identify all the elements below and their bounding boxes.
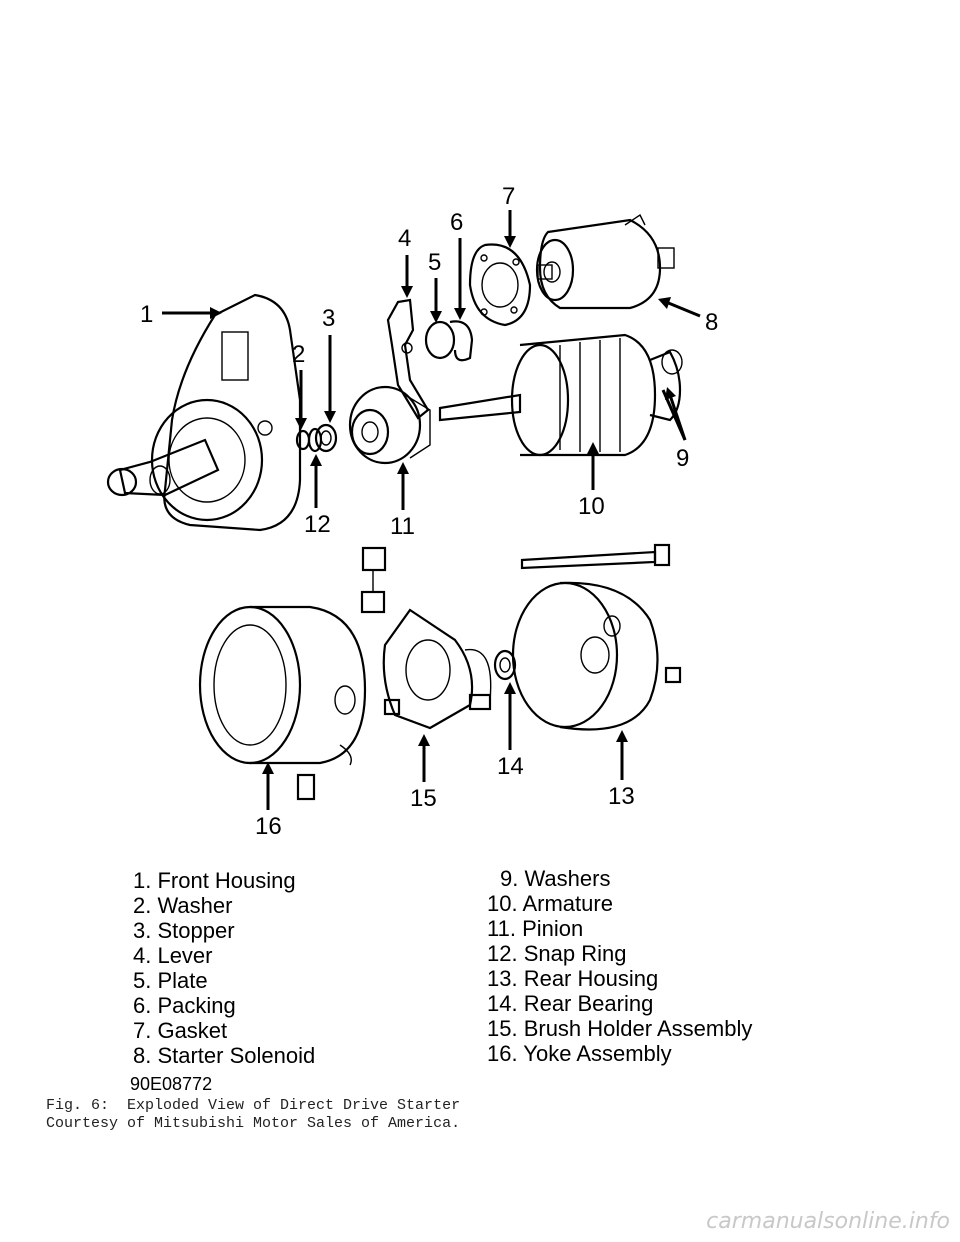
front-housing-drawing (106, 293, 302, 532)
legend-item: 9. Washers (500, 866, 610, 891)
legend-item: 15. Brush Holder Assembly (487, 1016, 752, 1041)
callout-11: 11 (390, 513, 415, 540)
callout-1: 1 (140, 301, 153, 328)
callout-2: 2 (292, 341, 305, 368)
gasket-drawing (468, 243, 532, 327)
legend-item: 1. Front Housing (133, 868, 296, 893)
callout-16: 16 (255, 813, 282, 840)
callout-5: 5 (428, 249, 441, 276)
callout-7: 7 (502, 183, 515, 210)
parts-legend-right: 9. Washers 10. Armature 11. Pinion 12. S… (487, 866, 752, 1066)
callout-14: 14 (497, 753, 524, 780)
callout-12: 12 (304, 511, 331, 538)
callout-labels: 1 2 3 4 5 6 7 8 9 10 11 12 13 14 15 16 (140, 183, 718, 840)
legend-item: 13. Rear Housing (487, 966, 658, 991)
callout-6: 6 (450, 209, 463, 236)
figure-caption: Fig. 6: Exploded View of Direct Drive St… (46, 1097, 460, 1133)
legend-item: 3. Stopper (133, 918, 235, 943)
callout-4: 4 (398, 225, 411, 252)
plate-packing-drawing (424, 320, 474, 362)
starter-solenoid-drawing (535, 213, 675, 310)
callout-8: 8 (705, 309, 718, 336)
legend-item: 4. Lever (133, 943, 213, 968)
lever-drawing (386, 298, 430, 420)
pinion-drawing (348, 385, 431, 465)
rear-housing-drawing (511, 581, 682, 731)
callout-10: 10 (578, 493, 605, 520)
callout-13: 13 (608, 783, 635, 810)
legend-item: 5. Plate (133, 968, 208, 993)
washer-snap-ring-stopper-drawing (295, 423, 338, 453)
legend-item: 16. Yoke Assembly (487, 1041, 672, 1066)
callout-arrows (162, 210, 701, 810)
caption-line-2: Courtesy of Mitsubishi Motor Sales of Am… (46, 1115, 461, 1132)
legend-item: 8. Starter Solenoid (133, 1043, 315, 1068)
legend-item: 6. Packing (133, 993, 236, 1018)
callout-9: 9 (676, 445, 689, 472)
legend-item: 2. Washer (133, 893, 232, 918)
figure-code: 90E08772 (130, 1074, 212, 1094)
legend-item: 14. Rear Bearing (487, 991, 653, 1016)
legend-item: 10. Armature (487, 891, 613, 916)
callout-3: 3 (322, 305, 335, 332)
legend-item: 12. Snap Ring (487, 941, 626, 966)
watermark: carmanualsonline.info (706, 1209, 950, 1234)
legend-item: 7. Gasket (133, 1018, 227, 1043)
callout-15: 15 (410, 785, 437, 812)
caption-line-1: Fig. 6: Exploded View of Direct Drive St… (46, 1097, 461, 1114)
through-bolt-drawing (520, 543, 671, 570)
rear-bearing-drawing (493, 649, 517, 681)
legend-item: 11. Pinion (487, 916, 583, 941)
brush-holder-drawing (382, 608, 492, 730)
parts-legend-left: 1. Front Housing 2. Washer 3. Stopper 4.… (133, 868, 315, 1068)
yoke-assembly-drawing (198, 546, 387, 801)
armature-drawing (438, 333, 683, 457)
